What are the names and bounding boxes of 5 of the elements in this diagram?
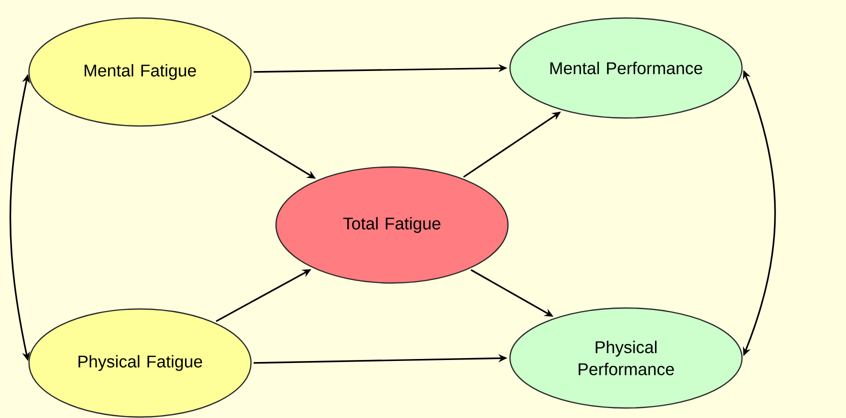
ellipse-node: Mental Performance: [509, 17, 743, 119]
ellipse-node: Total Fatigue: [275, 166, 509, 284]
ellipse-node: Physical Performance: [509, 307, 743, 409]
ellipse-node: Physical Fatigue: [28, 308, 252, 418]
ellipse-node: Mental Fatigue: [28, 17, 252, 127]
